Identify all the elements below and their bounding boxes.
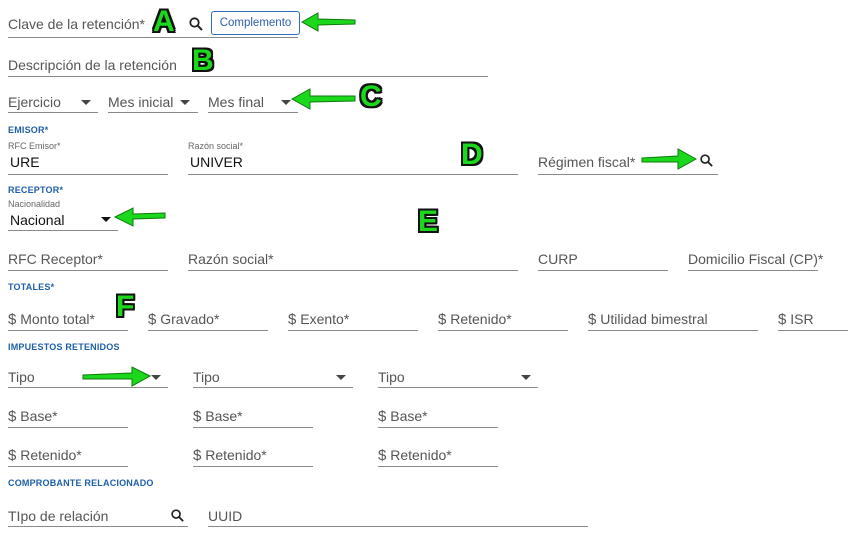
tipo-relacion-field[interactable] <box>8 508 188 527</box>
rfc-receptor-field[interactable] <box>8 252 168 271</box>
annotation-letter-c: C <box>360 80 382 113</box>
base-field-1[interactable] <box>8 409 128 428</box>
retenido-field-2[interactable] <box>193 448 313 467</box>
monto-total-label: $ Monto total* <box>8 311 95 328</box>
tipo-select-1[interactable] <box>8 369 168 388</box>
descripcion-retencion-label: Descripción de la retención <box>8 57 177 73</box>
base-field-2[interactable] <box>193 409 313 428</box>
isr-field[interactable] <box>778 312 848 331</box>
monto-total-field[interactable] <box>8 312 128 331</box>
retenido-label-3: $ Retenido* <box>378 447 452 464</box>
rfc-emisor-value[interactable]: URE <box>10 154 40 170</box>
utilidad-bimestral-field[interactable] <box>588 312 758 331</box>
base-label-3: $ Base* <box>378 408 428 425</box>
nacionalidad-select[interactable] <box>8 212 118 231</box>
tipo-select-3[interactable] <box>378 369 538 388</box>
uuid-label: UUID <box>208 508 243 524</box>
tipo-label-3: Tipo <box>378 369 405 385</box>
nacionalidad-dropdown-icon[interactable] <box>101 217 111 222</box>
arrow-d-icon <box>641 148 698 170</box>
arrow-e-icon <box>113 207 166 227</box>
ejercicio-dropdown-icon[interactable] <box>81 100 91 105</box>
clave-retencion-field[interactable] <box>8 19 298 38</box>
isr-label: $ ISR <box>778 311 814 328</box>
tipo-relacion-label: TIpo de relación <box>8 508 109 524</box>
emisor-section-title: EMISOR* <box>8 125 49 135</box>
mes-final-label: Mes final <box>208 94 265 110</box>
rfc-emisor-field[interactable] <box>8 156 168 175</box>
regimen-fiscal-label: Régimen fiscal* <box>538 154 636 170</box>
regimen-search-icon[interactable] <box>699 153 714 168</box>
arrow-a-icon <box>300 12 356 32</box>
mes-final-dropdown-icon[interactable] <box>281 100 291 105</box>
exento-field[interactable] <box>288 312 418 331</box>
rfc-emisor-label: RFC Emisor* <box>8 141 61 151</box>
uuid-field[interactable] <box>208 508 588 527</box>
retenido-label-1: $ Retenido* <box>8 447 82 464</box>
retenido-field-1[interactable] <box>8 448 128 467</box>
gravado-field[interactable] <box>148 312 268 331</box>
comprobante-section-title: COMPROBANTE RELACIONADO <box>8 478 154 488</box>
tipo-label-2: Tipo <box>193 369 220 385</box>
utilidad-bimestral-label: $ Utilidad bimestral <box>588 311 708 328</box>
base-label-1: $ Base* <box>8 408 58 425</box>
gravado-label: $ Gravado* <box>148 311 220 328</box>
retenido-total-field[interactable] <box>438 312 568 331</box>
domicilio-fiscal-field[interactable] <box>688 252 818 271</box>
arrow-tipo-icon <box>82 366 152 387</box>
tipo-label-1: Tipo <box>8 369 35 385</box>
annotation-letter-d: D <box>461 138 483 171</box>
regimen-fiscal-field[interactable] <box>538 156 718 175</box>
ejercicio-label: Ejercicio <box>8 94 61 110</box>
complemento-button[interactable]: Complemento <box>211 11 300 35</box>
ejercicio-select[interactable] <box>8 94 98 113</box>
exento-label: $ Exento* <box>288 311 350 328</box>
receptor-section-title: RECEPTOR* <box>8 185 64 195</box>
mes-inicial-dropdown-icon[interactable] <box>180 100 190 105</box>
rfc-receptor-label: RFC Receptor* <box>8 251 103 267</box>
tipo-dropdown-icon-3[interactable] <box>521 375 531 380</box>
mes-inicial-label: Mes inicial <box>108 94 174 110</box>
annotation-letter-a: A <box>153 5 175 38</box>
search-icon[interactable] <box>188 16 204 32</box>
mes-final-select[interactable] <box>208 94 298 113</box>
tipo-relacion-search-icon[interactable] <box>170 508 185 523</box>
retenido-field-3[interactable] <box>378 448 498 467</box>
annotation-letter-e: E <box>418 205 439 238</box>
base-field-3[interactable] <box>378 409 498 428</box>
curp-label: CURP <box>538 251 578 267</box>
base-label-2: $ Base* <box>193 408 243 425</box>
descripcion-retencion-field[interactable] <box>8 58 488 77</box>
tipo-dropdown-icon-2[interactable] <box>336 375 346 380</box>
razon-social-emisor-value[interactable]: UNIVER <box>190 154 243 170</box>
tipo-select-2[interactable] <box>193 369 353 388</box>
annotation-letter-b: B <box>192 44 214 77</box>
clave-retencion-label: Clave de la retención* <box>8 16 145 32</box>
tipo-dropdown-icon-1[interactable] <box>151 375 161 380</box>
arrow-c-icon <box>290 88 356 110</box>
retenido-total-label: $ Retenido* <box>438 311 512 328</box>
nacionalidad-label: Nacionalidad <box>8 199 61 209</box>
razon-social-emisor-field[interactable] <box>188 156 518 175</box>
impuestos-section-title: IMPUESTOS RETENIDOS <box>8 342 120 352</box>
razon-social-receptor-field[interactable] <box>188 252 518 271</box>
retenido-label-2: $ Retenido* <box>193 447 267 464</box>
mes-inicial-select[interactable] <box>108 94 198 113</box>
razon-social-receptor-label: Razón social* <box>188 251 274 267</box>
domicilio-fiscal-label: Domicilio Fiscal (CP)* <box>688 251 824 267</box>
totales-section-title: TOTALES* <box>8 282 55 292</box>
curp-field[interactable] <box>538 252 668 271</box>
razon-social-emisor-label: Razón social* <box>188 141 244 151</box>
nacionalidad-value[interactable]: Nacional <box>10 212 65 228</box>
annotation-letter-f: F <box>116 290 135 323</box>
